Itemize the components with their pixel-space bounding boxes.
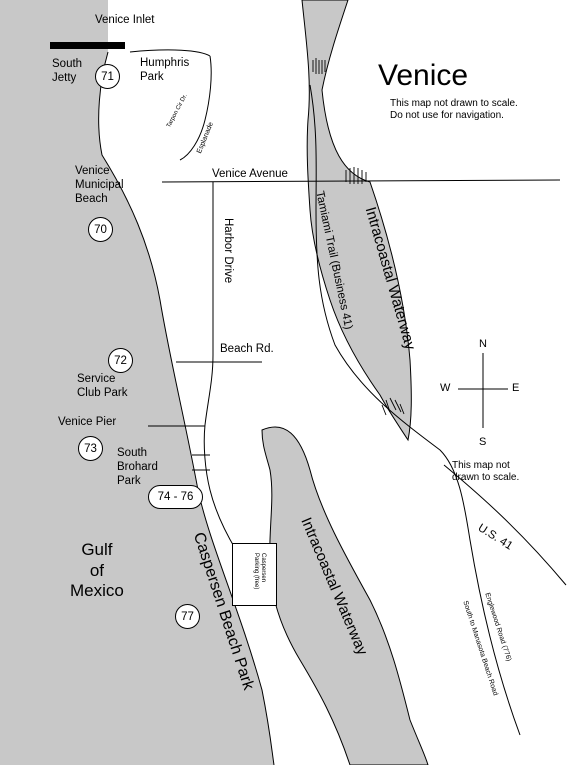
venice-inlet-label: Venice Inlet: [95, 14, 155, 26]
service-club-park-label: Service Club Park: [77, 373, 128, 399]
marker-71: 71: [95, 64, 120, 89]
beach-rd-label: Beach Rd.: [220, 343, 274, 355]
compass-south: S: [479, 436, 487, 448]
venice-avenue-road: [161, 179, 561, 183]
disclaimer-compass: This map not drawn to scale.: [452, 460, 520, 483]
municipal-beach-label: Venice Municipal Beach: [75, 165, 124, 205]
gulf-water: [0, 0, 274, 765]
harbor-drive-label: Harbor Drive: [222, 218, 234, 284]
tamiami-trail-road: [309, 84, 521, 736]
marker-73: 73: [78, 436, 103, 461]
south-jetty-label: South Jetty: [52, 58, 83, 84]
bridge-hatching: [312, 58, 405, 416]
venice-inlet-jetty: [50, 42, 125, 49]
compass-west: W: [440, 382, 451, 394]
gulf-of-mexico-label: Gulf of Mexico: [70, 540, 124, 601]
compass-north: N: [479, 338, 487, 350]
disclaimer-top: This map not drawn to scale. Do not use …: [390, 98, 518, 121]
south-brohard-label: South Brohard Park: [117, 447, 158, 487]
marker-74-76: 74 - 76: [148, 485, 203, 509]
venice-pier-label: Venice Pier: [58, 416, 117, 428]
humphris-park-road: [129, 49, 211, 57]
compass-east: E: [512, 382, 520, 394]
marker-77: 77: [175, 604, 200, 629]
marker-70: 70: [88, 217, 113, 242]
roads: [129, 49, 567, 736]
venice-avenue-label: Venice Avenue: [212, 168, 288, 180]
marker-72: 72: [108, 348, 133, 373]
compass-rose: [458, 353, 508, 428]
icw-upper-water: [301, 0, 412, 442]
coastline: [98, 51, 275, 765]
caspersen-parking-label: Caspersen Parking (free): [252, 553, 266, 590]
humphris-park-label: Humphris Park: [140, 57, 190, 83]
us41-road: [443, 464, 567, 586]
map-title: Venice: [378, 59, 469, 92]
esplanade-road: [179, 55, 212, 161]
caspersen-parking-box: [232, 543, 277, 606]
harbor-drive-road: [203, 182, 273, 603]
